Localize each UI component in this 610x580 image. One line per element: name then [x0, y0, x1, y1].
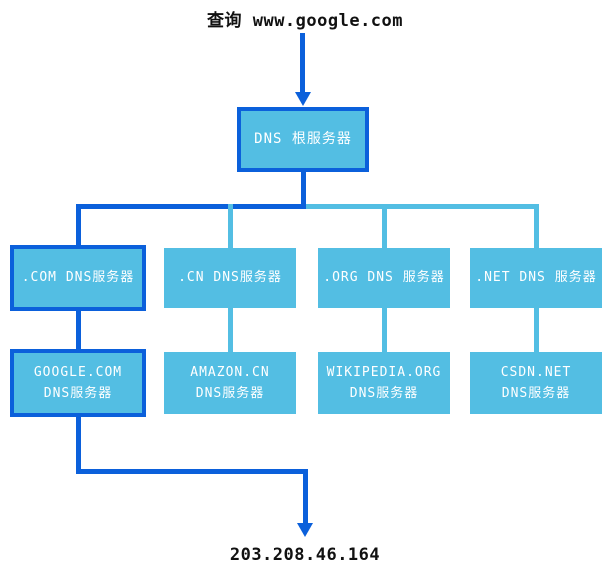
rail-left-dark-line: [76, 204, 306, 209]
result-path-horizontal-line: [76, 469, 308, 474]
node-net-dns-server: .NET DNS 服务器: [470, 248, 602, 308]
drop-com-line: [76, 204, 81, 249]
node-label-line1: GOOGLE.COM: [33, 364, 123, 380]
node-label-line2: DNS服务器: [195, 386, 265, 401]
node-label: AMAZON.CN DNS服务器: [190, 362, 269, 405]
node-label-line1: WIKIPEDIA.ORG: [326, 364, 442, 380]
node-google-com-dns-server: GOOGLE.COM DNS服务器: [10, 349, 146, 417]
query-to-root-line: [300, 33, 305, 93]
drop-org-line: [382, 204, 387, 249]
result-path-vertical2-line: [303, 469, 308, 524]
node-label: .CN DNS服务器: [178, 270, 282, 286]
root-down-line: [301, 170, 306, 207]
node-label-line1: CSDN.NET: [500, 364, 572, 380]
node-label-line2: DNS服务器: [349, 386, 419, 401]
query-arrowhead-icon: [295, 92, 311, 106]
node-label: .ORG DNS 服务器: [323, 270, 445, 286]
node-label: GOOGLE.COM DNS服务器: [34, 362, 122, 405]
cn-to-amazon-line: [228, 305, 233, 353]
org-to-wikipedia-line: [382, 305, 387, 353]
result-ip: 203.208.46.164: [229, 545, 381, 565]
node-label: WIKIPEDIA.ORG DNS服务器: [327, 362, 442, 405]
rail-right-light-line: [306, 204, 538, 209]
node-label: .COM DNS服务器: [21, 270, 135, 286]
node-dns-root-server: DNS 根服务器: [237, 107, 369, 172]
node-label-line2: DNS服务器: [501, 386, 571, 401]
node-label: .NET DNS 服务器: [475, 270, 597, 286]
node-label-line1: AMAZON.CN: [190, 364, 270, 380]
result-arrowhead-icon: [297, 523, 313, 537]
net-to-csdn-line: [534, 305, 539, 353]
node-cn-dns-server: .CN DNS服务器: [164, 248, 296, 308]
node-org-dns-server: .ORG DNS 服务器: [318, 248, 450, 308]
node-wikipedia-org-dns-server: WIKIPEDIA.ORG DNS服务器: [318, 352, 450, 414]
com-to-google-line: [76, 305, 81, 353]
node-label: DNS 根服务器: [254, 130, 352, 147]
node-com-dns-server: .COM DNS服务器: [10, 245, 146, 311]
node-label: CSDN.NET DNS服务器: [501, 362, 572, 405]
node-label-line2: DNS服务器: [43, 386, 113, 401]
node-amazon-cn-dns-server: AMAZON.CN DNS服务器: [164, 352, 296, 414]
drop-net-line: [534, 204, 539, 249]
query-caption: 查询 www.google.com: [206, 11, 404, 31]
drop-cn-line: [228, 204, 233, 249]
result-path-vertical1-line: [76, 412, 81, 469]
node-csdn-net-dns-server: CSDN.NET DNS服务器: [470, 352, 602, 414]
